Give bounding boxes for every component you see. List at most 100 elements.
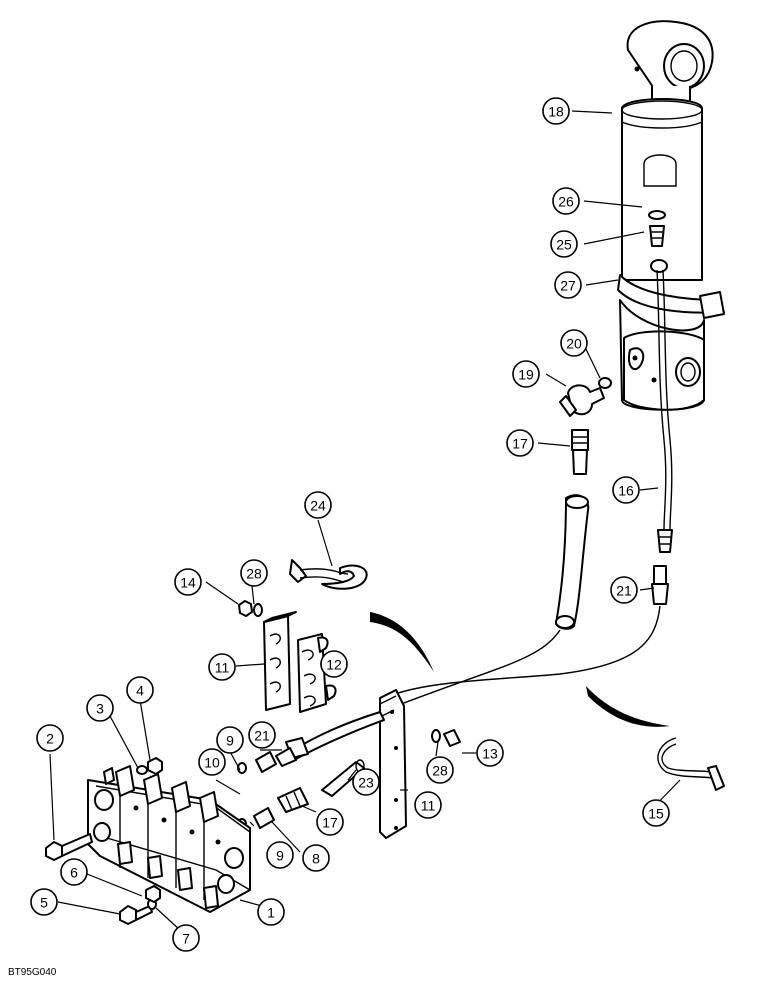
hydraulic-cylinder [617, 20, 725, 411]
callout-24: 24 [304, 491, 332, 519]
callout-circle [198, 748, 226, 776]
callout-11: 11 [208, 653, 236, 681]
callout-27: 27 [554, 271, 582, 299]
callout-label: 28 [432, 763, 448, 779]
callout-circle [216, 726, 244, 754]
callout-circle [248, 721, 276, 749]
callout-label: 26 [558, 194, 574, 210]
adapters-and-rings [237, 751, 277, 830]
callout-12: 12 [320, 650, 348, 678]
figure-code: BT95G040 [8, 967, 57, 978]
callout-10: 10 [198, 748, 226, 776]
callout-label: 4 [136, 683, 144, 699]
bolt-2 [45, 833, 93, 861]
callout-circle [304, 491, 332, 519]
callout-circle [240, 559, 268, 587]
callout-15: 15 [642, 799, 670, 827]
callout-label: 11 [421, 798, 436, 814]
callout-25: 25 [550, 230, 578, 258]
callout-5: 5 [30, 888, 58, 916]
callout-label: 19 [518, 367, 534, 383]
callout-circle [642, 799, 670, 827]
callout-label: 9 [226, 733, 234, 749]
callout-26: 26 [552, 187, 580, 215]
callout-circle [126, 676, 154, 704]
clamp-block-lower [379, 689, 407, 839]
callout-1: 1 [257, 898, 285, 926]
callout-16: 16 [612, 476, 640, 504]
callout-14: 14 [174, 568, 202, 596]
callout-circle [36, 724, 64, 752]
callout-8: 8 [302, 844, 330, 872]
callout-circle [506, 429, 534, 457]
fitting-lower-17 [277, 787, 309, 813]
callout-circle [610, 576, 638, 604]
callout-circle [414, 791, 442, 819]
fitting-upper-21 [651, 565, 669, 605]
washer-nut-top [136, 757, 163, 775]
callout-label: 15 [648, 806, 664, 822]
callout-circle [554, 271, 582, 299]
tube-23 [289, 711, 385, 797]
hydraulic-hose [555, 494, 590, 630]
callout-circle [612, 476, 640, 504]
callout-21: 21 [610, 576, 638, 604]
callout-18: 18 [542, 97, 570, 125]
callout-23: 23 [352, 768, 380, 796]
bolt-washer-right [431, 729, 461, 747]
callout-circle [426, 756, 454, 784]
callout-label: 2 [46, 731, 54, 747]
callout-label: 17 [512, 436, 528, 452]
callout-circle [174, 568, 202, 596]
callout-label: 13 [482, 746, 498, 762]
callout-19: 19 [512, 360, 540, 388]
callout-label: 28 [246, 566, 262, 582]
callout-2: 2 [36, 724, 64, 752]
callout-circle [30, 888, 58, 916]
callout-label: 1 [267, 905, 275, 921]
callout-label: 11 [215, 660, 230, 676]
leader-lines [49, 110, 681, 931]
callout-label: 27 [560, 278, 576, 294]
callout-label: 16 [618, 483, 634, 499]
callout-circle [302, 844, 330, 872]
callout-6: 6 [60, 858, 88, 886]
callout-11: 11 [414, 791, 442, 819]
callout-circle [476, 739, 504, 767]
steel-tube [656, 269, 673, 553]
callout-circle [316, 808, 344, 836]
callout-label: 21 [616, 583, 632, 599]
callout-circle [552, 187, 580, 215]
fitting-lower-21 [275, 737, 309, 767]
callout-circle [560, 329, 588, 357]
callout-label: 18 [548, 104, 564, 120]
callout-label: 10 [204, 755, 220, 771]
callout-17: 17 [506, 429, 534, 457]
callout-28: 28 [240, 559, 268, 587]
hose-adapter-upper [571, 429, 589, 475]
callout-label: 23 [358, 775, 374, 791]
callout-label: 21 [254, 728, 270, 744]
callout-label: 25 [556, 237, 572, 253]
callout-label: 14 [180, 575, 196, 591]
callout-circle [86, 694, 114, 722]
location-arrows [370, 612, 670, 727]
bolt-washer-bottom [119, 885, 161, 925]
callout-label: 24 [310, 498, 326, 514]
callout-circle [172, 924, 200, 952]
callout-3: 3 [86, 694, 114, 722]
cable-tie-lower [657, 737, 725, 791]
callout-4: 4 [126, 676, 154, 704]
callout-label: 5 [40, 895, 48, 911]
callout-label: 17 [322, 815, 338, 831]
callout-13: 13 [476, 739, 504, 767]
callout-17: 17 [316, 808, 344, 836]
callout-label: 7 [182, 931, 190, 947]
callout-circle [320, 650, 348, 678]
callout-label: 8 [312, 851, 320, 867]
callout-circle [352, 768, 380, 796]
callout-9: 9 [216, 726, 244, 754]
callout-21: 21 [248, 721, 276, 749]
control-valve [87, 765, 251, 913]
